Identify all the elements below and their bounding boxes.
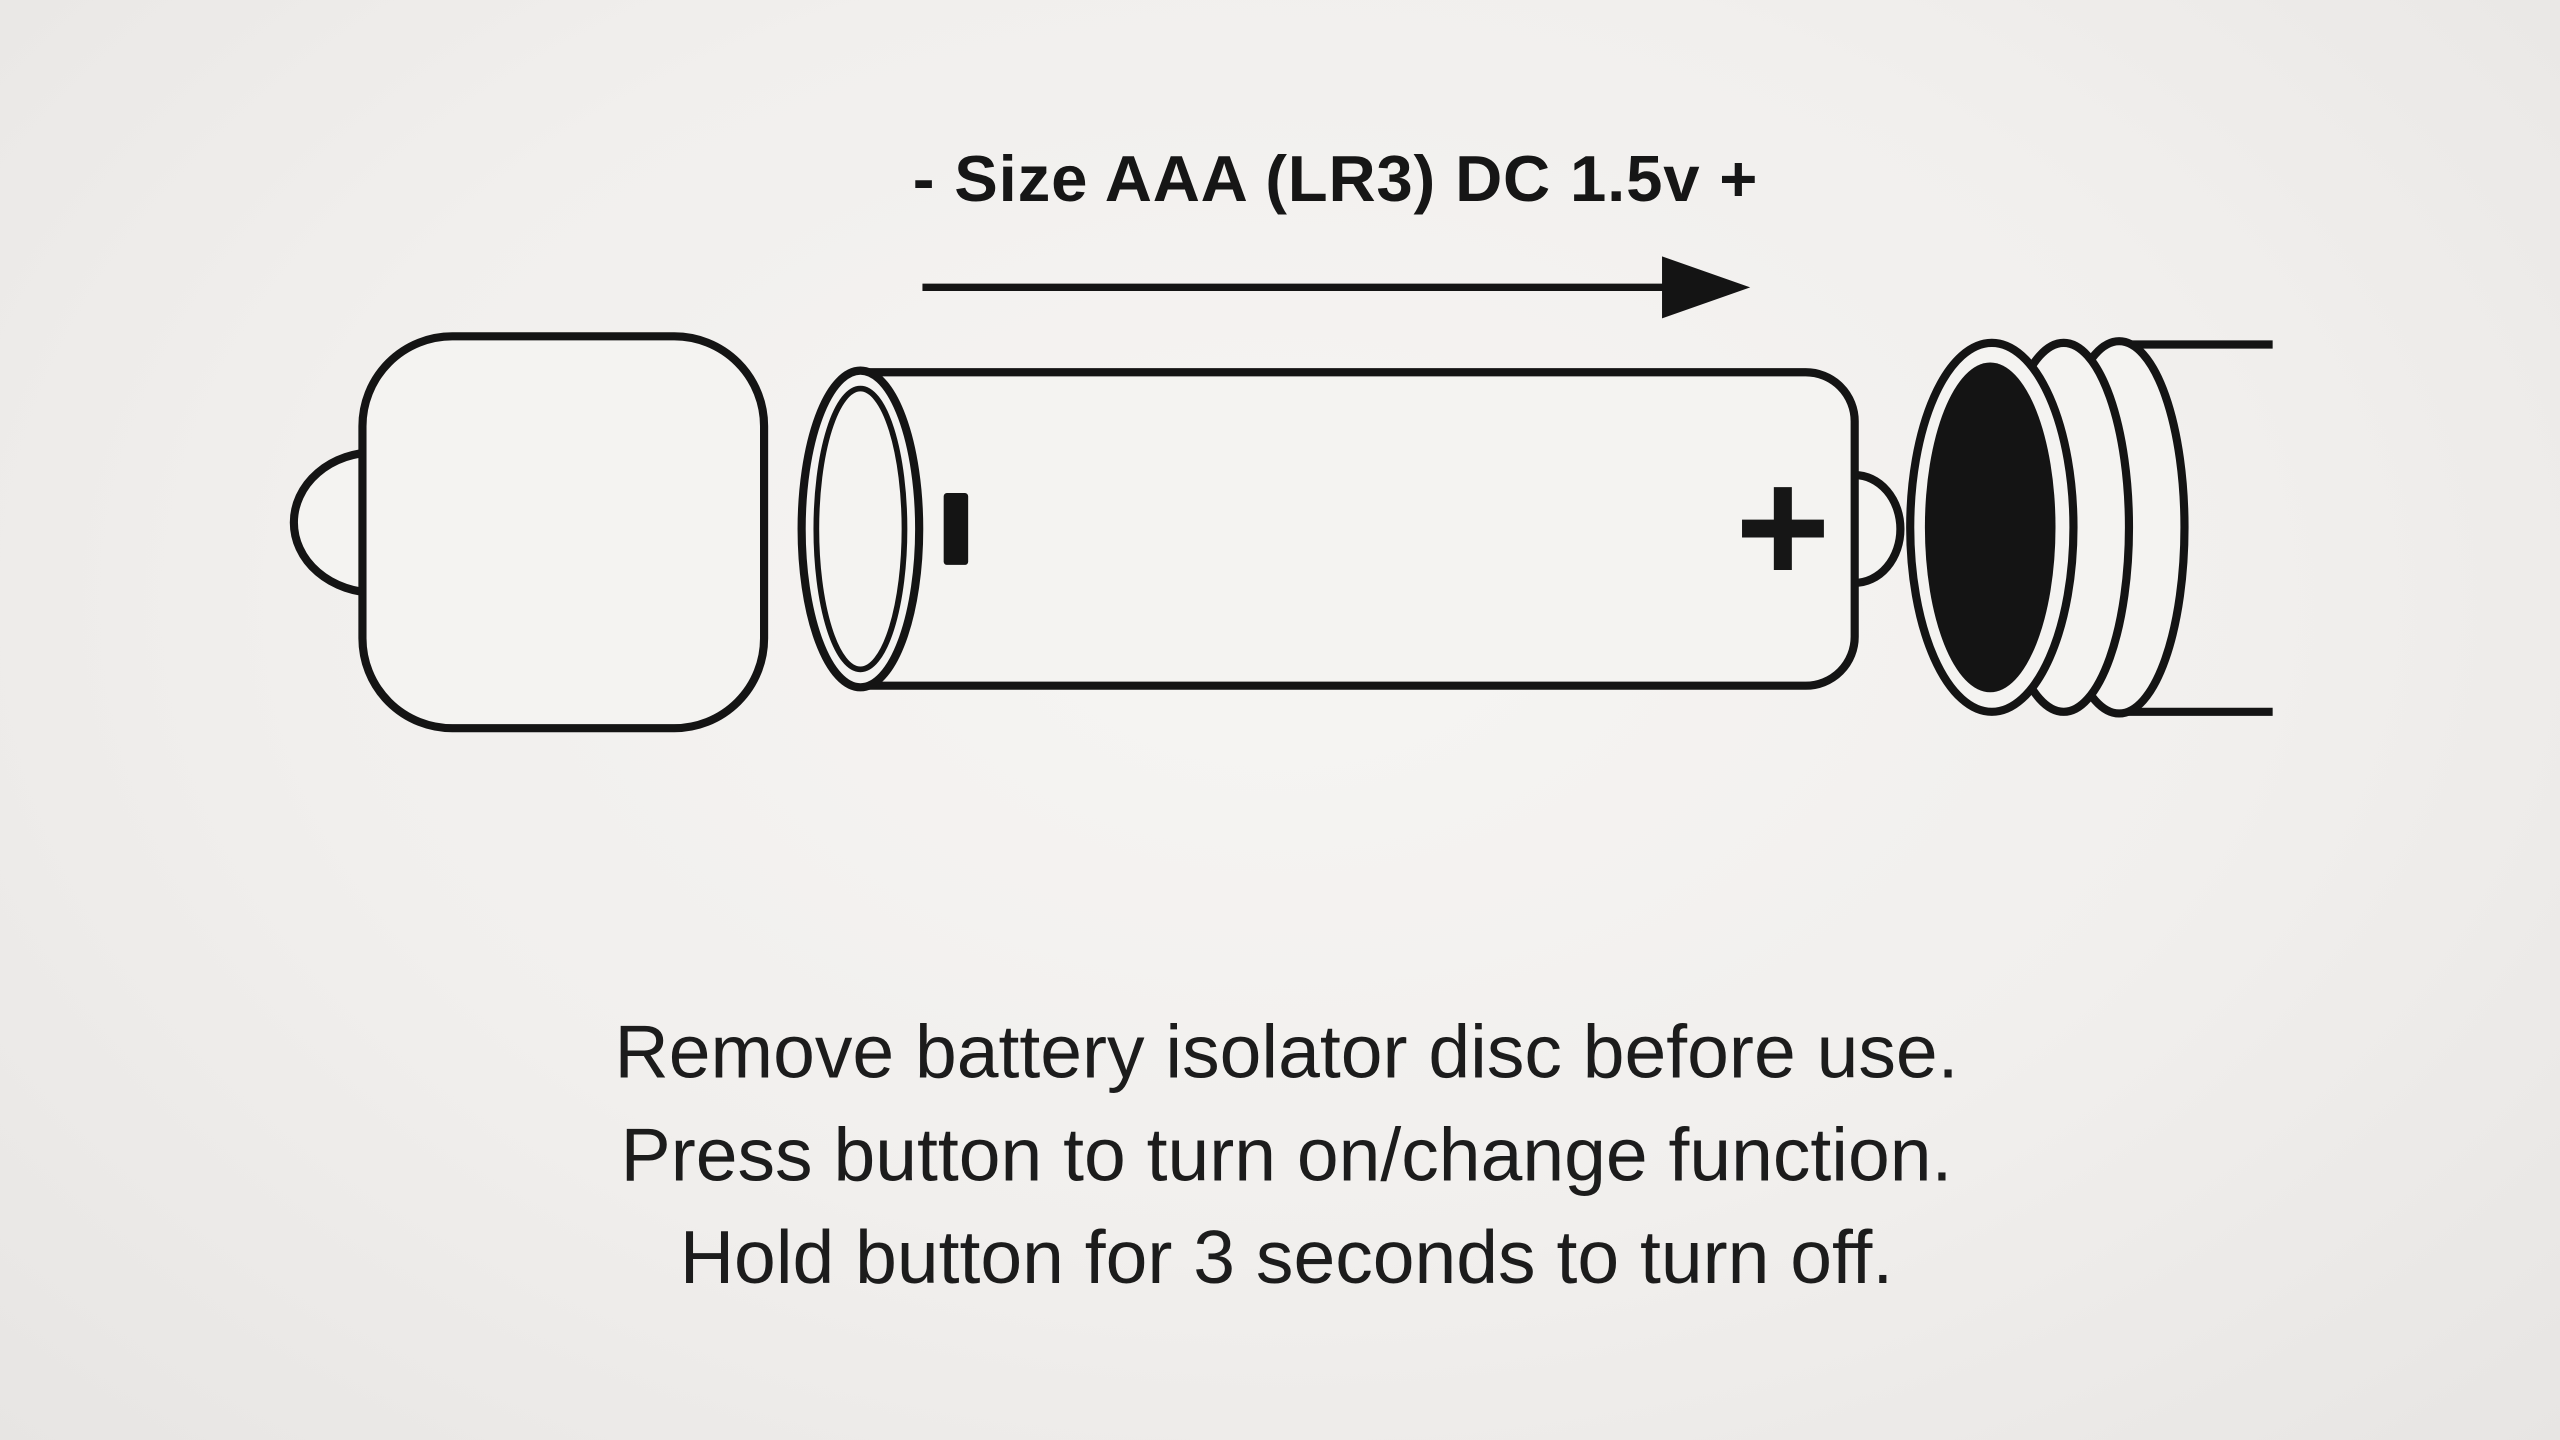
end-cap-with-button: [289, 332, 769, 733]
negative-terminal-mark: [943, 493, 969, 565]
instructions-block: Remove battery isolator disc before use.…: [615, 1010, 1959, 1300]
battery-body: [856, 368, 1859, 690]
battery-negative-end-inner-ring: [813, 385, 908, 673]
instruction-line-3: Hold button for 3 seconds to turn off.: [680, 1215, 1893, 1299]
battery-spec-label: - Size AAA (LR3) DC 1.5v +: [913, 142, 1758, 215]
positive-terminal-mark: +: [1735, 435, 1830, 618]
isolator-cap-assembly: [1906, 337, 2273, 718]
battery-isolator-disc: [1924, 362, 2056, 693]
instruction-line-1: Remove battery isolator disc before use.: [615, 1010, 1959, 1094]
insertion-direction-arrow-icon: [922, 256, 1751, 319]
instruction-line-2: Press button to turn on/change function.: [621, 1112, 1953, 1196]
battery-negative-end-face: [797, 366, 924, 692]
end-cap-body: [358, 332, 769, 733]
aaa-battery: +: [797, 366, 1905, 692]
